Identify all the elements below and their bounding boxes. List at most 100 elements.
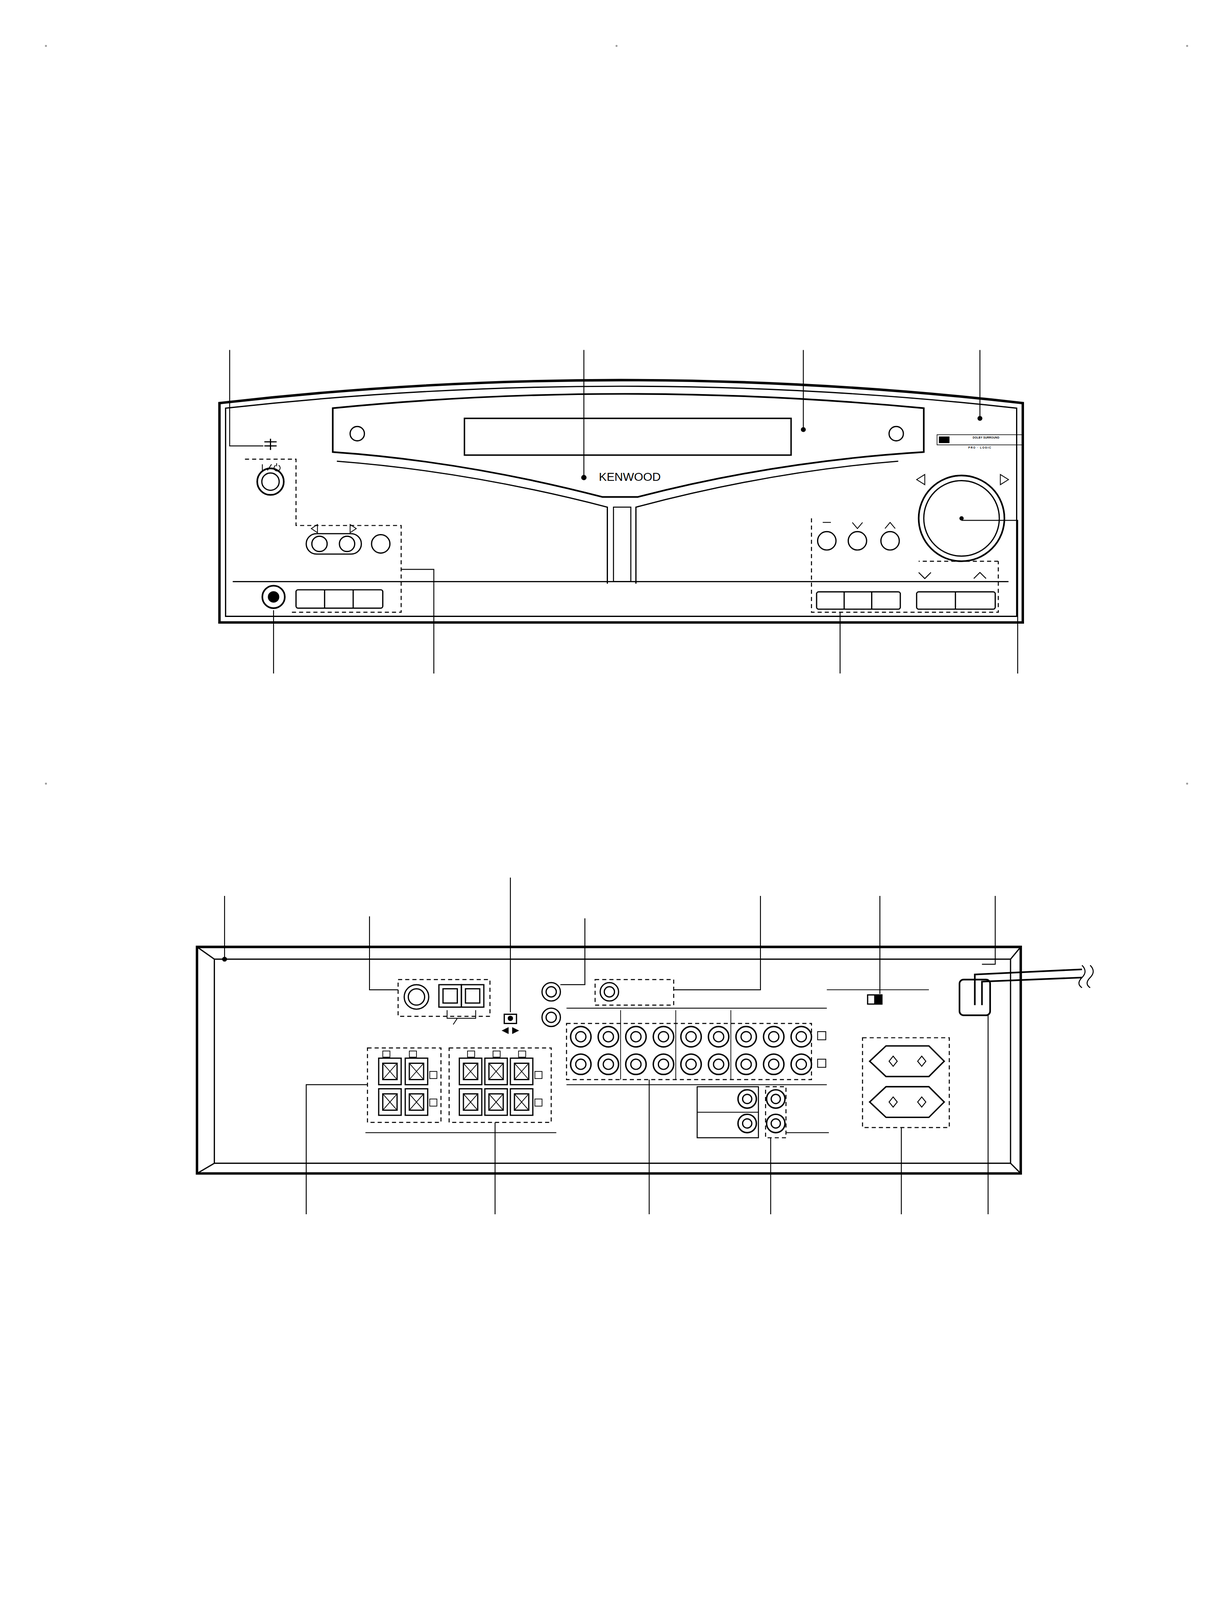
leader-line bbox=[400, 569, 434, 674]
headphone-jack bbox=[262, 585, 285, 609]
mark bbox=[535, 1099, 543, 1107]
registration-mark bbox=[45, 783, 47, 785]
leader-line bbox=[839, 612, 841, 674]
rear-inner-border bbox=[214, 959, 1011, 1164]
speaker-terminal-inner bbox=[382, 1094, 398, 1111]
leader-line bbox=[648, 1079, 650, 1215]
rca-jack-inner bbox=[575, 1031, 586, 1043]
speaker-terminal bbox=[459, 1058, 482, 1085]
power-cord bbox=[974, 969, 1083, 1006]
leader-dot bbox=[977, 416, 982, 421]
speaker-terminal-inner bbox=[488, 1094, 504, 1111]
knob-dot bbox=[959, 517, 963, 520]
arrow-symbol bbox=[502, 1027, 519, 1035]
leader-line bbox=[224, 896, 225, 958]
panel-line bbox=[697, 1112, 759, 1113]
panel-line bbox=[786, 1132, 829, 1134]
button-divider bbox=[954, 592, 957, 610]
rca-jack-inner bbox=[685, 1059, 696, 1070]
speaker-terminal-inner bbox=[514, 1094, 529, 1111]
volume-knob bbox=[918, 475, 1005, 562]
logo-text: DOLBY SURROUND bbox=[972, 437, 1000, 440]
leader-line bbox=[879, 896, 881, 995]
rca-jack bbox=[708, 1054, 730, 1076]
display-screw bbox=[350, 426, 365, 441]
leader-line bbox=[494, 1122, 496, 1215]
rca-jack bbox=[599, 982, 619, 1002]
mark bbox=[382, 1051, 391, 1058]
rca-jack bbox=[653, 1026, 674, 1048]
mark bbox=[429, 1099, 438, 1107]
leader-line bbox=[560, 918, 585, 986]
rca-jack-inner bbox=[741, 1059, 752, 1070]
leader-dot bbox=[581, 475, 587, 480]
ac-outlet bbox=[869, 1046, 945, 1077]
leader-line bbox=[273, 610, 275, 674]
terminal-cross bbox=[488, 1094, 504, 1111]
panel-line bbox=[566, 1084, 827, 1086]
rca-jack bbox=[570, 1026, 592, 1048]
leader-line bbox=[900, 1127, 902, 1215]
mark bbox=[518, 1051, 526, 1058]
antenna-jack bbox=[404, 985, 429, 1010]
power-button-inner bbox=[261, 473, 280, 491]
output-group bbox=[765, 1087, 787, 1139]
brand-name: KENWOOD bbox=[598, 471, 661, 484]
rca-jack-inner bbox=[771, 1119, 781, 1129]
rca-jack-inner bbox=[604, 987, 615, 998]
headphone-jack-inner bbox=[268, 592, 279, 603]
rca-jack-inner bbox=[771, 1094, 781, 1105]
speaker-terminal bbox=[510, 1088, 533, 1116]
mark bbox=[467, 1051, 475, 1058]
speaker-terminal bbox=[484, 1088, 508, 1116]
speaker-terminal-inner bbox=[382, 1063, 398, 1081]
display-screw bbox=[889, 426, 904, 441]
slide-switch bbox=[504, 1014, 517, 1025]
rca-jack-inner bbox=[545, 987, 557, 998]
rca-jack-inner bbox=[713, 1031, 724, 1043]
rca-jack-inner bbox=[603, 1031, 614, 1043]
panel-line bbox=[365, 1132, 557, 1134]
switch-knob bbox=[508, 1016, 513, 1021]
rca-jack bbox=[680, 1054, 702, 1076]
logo-text: PRO · LOGIC bbox=[968, 447, 992, 450]
speaker-terminal bbox=[405, 1058, 428, 1085]
leader-line bbox=[509, 877, 511, 1013]
rca-jack-inner bbox=[796, 1059, 807, 1070]
mark bbox=[493, 1051, 501, 1058]
antenna-jack-inner bbox=[408, 989, 425, 1006]
arrow-symbol bbox=[916, 474, 1009, 485]
button bbox=[371, 535, 391, 554]
leader-line bbox=[673, 896, 761, 991]
speaker-terminal bbox=[459, 1088, 482, 1116]
leader-line bbox=[979, 350, 981, 418]
leader-line bbox=[802, 350, 804, 430]
display-window bbox=[464, 418, 792, 456]
rca-jack-inner bbox=[685, 1031, 696, 1043]
rca-jack bbox=[680, 1026, 702, 1048]
speaker-terminal-inner bbox=[514, 1063, 529, 1081]
input-jack-group bbox=[566, 1024, 812, 1081]
speaker-terminal bbox=[510, 1058, 533, 1085]
button bbox=[339, 536, 355, 552]
registration-mark bbox=[45, 45, 47, 47]
front-speaker-group bbox=[367, 1048, 441, 1123]
registration-mark bbox=[1186, 45, 1188, 47]
speaker-terminal-inner bbox=[488, 1063, 504, 1081]
arrow-symbol bbox=[918, 572, 987, 580]
dolby-mark bbox=[938, 437, 950, 444]
volume-knob-inner bbox=[923, 480, 1000, 557]
front-inner-border bbox=[225, 386, 1017, 617]
output-panel bbox=[697, 1087, 759, 1139]
leader-line bbox=[369, 916, 399, 991]
button bbox=[817, 531, 836, 551]
line-art bbox=[45, 45, 1188, 1215]
outlet-pin bbox=[889, 1097, 926, 1108]
rca-jack bbox=[542, 1008, 561, 1027]
rca-jack-inner bbox=[742, 1094, 752, 1105]
leader-dot bbox=[222, 957, 227, 962]
button bbox=[848, 531, 867, 551]
antenna-terminal-inner bbox=[442, 989, 458, 1004]
speaker-terminal-inner bbox=[409, 1094, 424, 1111]
rca-jack-inner bbox=[575, 1059, 586, 1070]
